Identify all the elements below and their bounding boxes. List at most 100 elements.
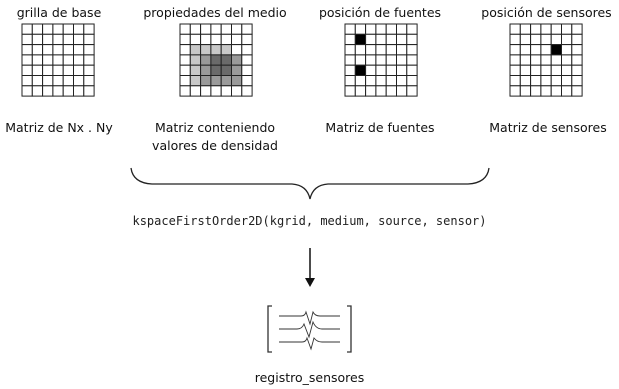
grid-cell [241,54,253,66]
grid-cell [231,54,243,66]
grid-cell [344,85,356,97]
grid-cell [83,44,95,56]
grid-cell [179,44,191,56]
grid-cell [241,85,253,97]
grid-cell [344,54,356,66]
grid-cell [189,44,202,56]
grid-cell [189,75,202,87]
grid-cell [83,23,95,35]
grid-cell [200,54,212,66]
grid-cell [241,44,253,56]
grid-cell [62,85,75,97]
grid-cell [21,44,33,56]
grid-cell [561,33,573,46]
grid-cell [220,75,232,87]
grid-cell [52,33,64,46]
grid-cell [179,54,191,66]
function-call-text: kspaceFirstOrder2D(kgrid, medium, source… [132,214,487,228]
grid-cell [540,33,552,46]
grid-cell [561,44,573,56]
caption-medium-line-2: valores de densidad [152,138,278,153]
grid-cell [62,33,75,46]
grid-cell [406,54,418,66]
grid-cell [62,64,75,76]
grid-cell [241,33,253,46]
grid-cell [21,64,33,76]
grid-cell [530,64,542,76]
grid-cell [396,44,408,56]
grid-cell [231,75,243,87]
grid-cell [42,75,54,87]
grid-cell [210,64,222,76]
grid-cell [73,85,85,97]
grid-cell [31,54,44,66]
grid-cell [375,23,387,35]
grid-cell [561,85,573,97]
grid-cell [550,64,563,76]
grid-cell [519,44,532,56]
grid-cell [396,54,408,66]
grid-cell [62,23,75,35]
grid-cell [385,44,398,56]
grid-cell [519,54,532,66]
grid-cell [73,33,85,46]
grid-cell [550,54,563,66]
grid-cell [530,23,542,35]
grid-cell [571,85,583,97]
panel-title-source-positions: posición de fuentes [318,5,442,20]
grid-cell [210,33,222,46]
grid-cell [200,75,212,87]
grid-cell [396,85,408,97]
grid-cell [396,64,408,76]
grid-cell [344,33,356,46]
grid-cell [561,54,573,66]
grid-cell [220,44,232,56]
grid-cell [189,85,202,97]
grid-cell [31,75,44,87]
grid-cell [210,54,222,66]
density-matrix [179,23,253,97]
grid-cell [73,44,85,56]
grid-cell [241,64,253,76]
grid-cell [73,54,85,66]
panel-title-base-grid: grilla de base [16,5,102,20]
grid-cell [241,23,253,35]
grid-cell [519,64,532,76]
grid-cell [571,64,583,76]
grid-cell [375,33,387,46]
grid-cell [571,33,583,46]
grid-cell [385,64,398,76]
grid-cell [42,64,54,76]
grid-cell [31,44,44,56]
source-matrix [344,23,418,97]
grid-cell [220,85,232,97]
grid-cell [385,54,398,66]
grid-cell [52,54,64,66]
sensor-matrix [509,23,583,97]
grid-cell [561,64,573,76]
grid-cell [375,64,387,76]
grid-cell [73,23,85,35]
grid-cell [530,75,542,87]
grid-cell [42,33,54,46]
grid-cell [220,33,232,46]
grid-cell [241,75,253,87]
grid-cell [52,85,64,97]
grid-cell [31,23,44,35]
grid-cell [21,23,33,35]
grid-cell [200,64,212,76]
grid-cell [540,85,552,97]
grid-cell [52,64,64,76]
grid-cell [365,85,377,97]
grid-cell [179,64,191,76]
grid-cell [406,44,418,56]
grid-cell [540,75,552,87]
grid-cell [540,23,552,35]
arrow-head-icon [305,278,315,287]
grid-cell [354,44,367,56]
grid-cell [344,64,356,76]
grid-cell [231,23,243,35]
grid-cell [52,44,64,56]
grid-cell [83,75,95,87]
